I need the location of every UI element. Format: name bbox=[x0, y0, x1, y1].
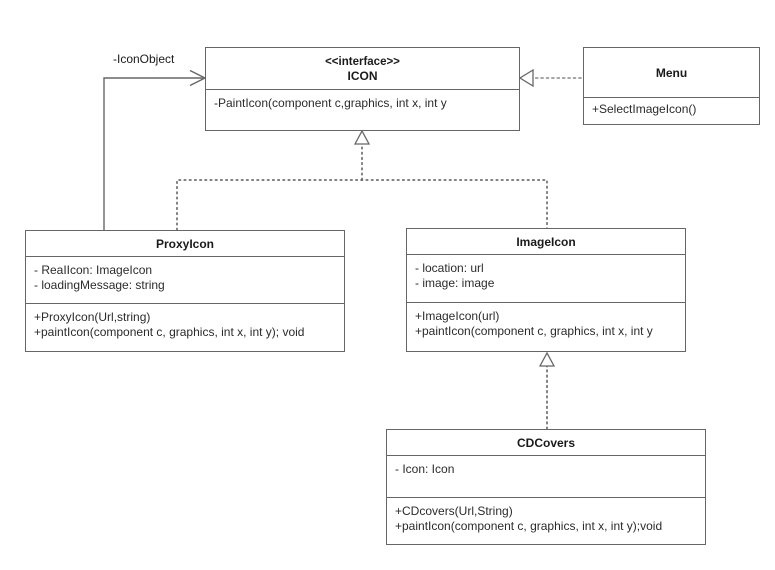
method-item: -PaintIcon(component c,graphics, int x, … bbox=[214, 96, 447, 110]
class-attributes-cdcovers: - Icon: Icon bbox=[387, 456, 705, 498]
class-name-proxyicon: ProxyIcon bbox=[155, 236, 215, 251]
method-item: +ImageIcon(url) bbox=[415, 309, 500, 323]
method-item: +paintIcon(component c, graphics, int x,… bbox=[415, 324, 653, 338]
class-box-imageicon[interactable]: ImageIcon - location: url - image: image… bbox=[406, 228, 686, 352]
association-label-iconobject: -IconObject bbox=[113, 52, 175, 66]
attribute-item: - Icon: Icon bbox=[395, 462, 455, 476]
class-name-imageicon: ImageIcon bbox=[516, 234, 576, 249]
class-methods-icon: -PaintIcon(component c,graphics, int x, … bbox=[206, 90, 519, 131]
attribute-item: - ReaIIcon: ImageIcon bbox=[34, 263, 153, 277]
realization-cdcovers-to-imageicon bbox=[538, 351, 556, 430]
method-item: +SelectImageIcon() bbox=[592, 102, 697, 116]
class-name-icon: ICON bbox=[347, 68, 378, 83]
class-title-proxyicon: ProxyIcon bbox=[26, 231, 344, 257]
dependency-menu-to-icon bbox=[518, 68, 582, 88]
method-item: +paintIcon(component c, graphics, int x,… bbox=[34, 325, 305, 339]
class-box-icon[interactable]: <<interface>> ICON -PaintIcon(component … bbox=[205, 47, 520, 131]
class-attributes-proxyicon: - ReaIIcon: ImageIcon - loadingMessage: … bbox=[26, 257, 344, 304]
class-box-cdcovers[interactable]: CDCovers - Icon: Icon +CDcovers(Url,Stri… bbox=[386, 429, 706, 545]
class-methods-menu: +SelectImageIcon() bbox=[584, 98, 759, 125]
method-item: +ProxyIcon(Url,string) bbox=[34, 310, 151, 324]
class-title-icon: <<interface>> ICON bbox=[206, 48, 519, 90]
class-name-cdcovers: CDCovers bbox=[516, 435, 576, 450]
class-box-menu[interactable]: Menu +SelectImageIcon() bbox=[583, 47, 760, 125]
realization-subclasses-to-icon bbox=[176, 129, 548, 231]
attribute-item: - location: url bbox=[415, 261, 484, 275]
association-proxyicon-to-icon bbox=[103, 69, 207, 230]
class-title-imageicon: ImageIcon bbox=[407, 229, 685, 255]
class-title-menu: Menu bbox=[584, 48, 759, 98]
attribute-item: - image: image bbox=[415, 276, 495, 290]
class-title-cdcovers: CDCovers bbox=[387, 430, 705, 456]
method-item: +paintIcon(component c, graphics, int x,… bbox=[395, 519, 663, 533]
class-name-menu: Menu bbox=[655, 65, 688, 80]
class-box-proxyicon[interactable]: ProxyIcon - ReaIIcon: ImageIcon - loadin… bbox=[25, 230, 345, 352]
method-item: +CDcovers(Url,String) bbox=[395, 504, 513, 518]
class-methods-cdcovers: +CDcovers(Url,String) +paintIcon(compone… bbox=[387, 498, 705, 544]
attribute-item: - loadingMessage: string bbox=[34, 278, 165, 292]
class-stereotype-icon: <<interface>> bbox=[325, 55, 400, 68]
class-methods-imageicon: +ImageIcon(url) +paintIcon(component c, … bbox=[407, 303, 685, 351]
class-methods-proxyicon: +ProxyIcon(Url,string) +paintIcon(compon… bbox=[26, 304, 344, 351]
class-attributes-imageicon: - location: url - image: image bbox=[407, 255, 685, 303]
